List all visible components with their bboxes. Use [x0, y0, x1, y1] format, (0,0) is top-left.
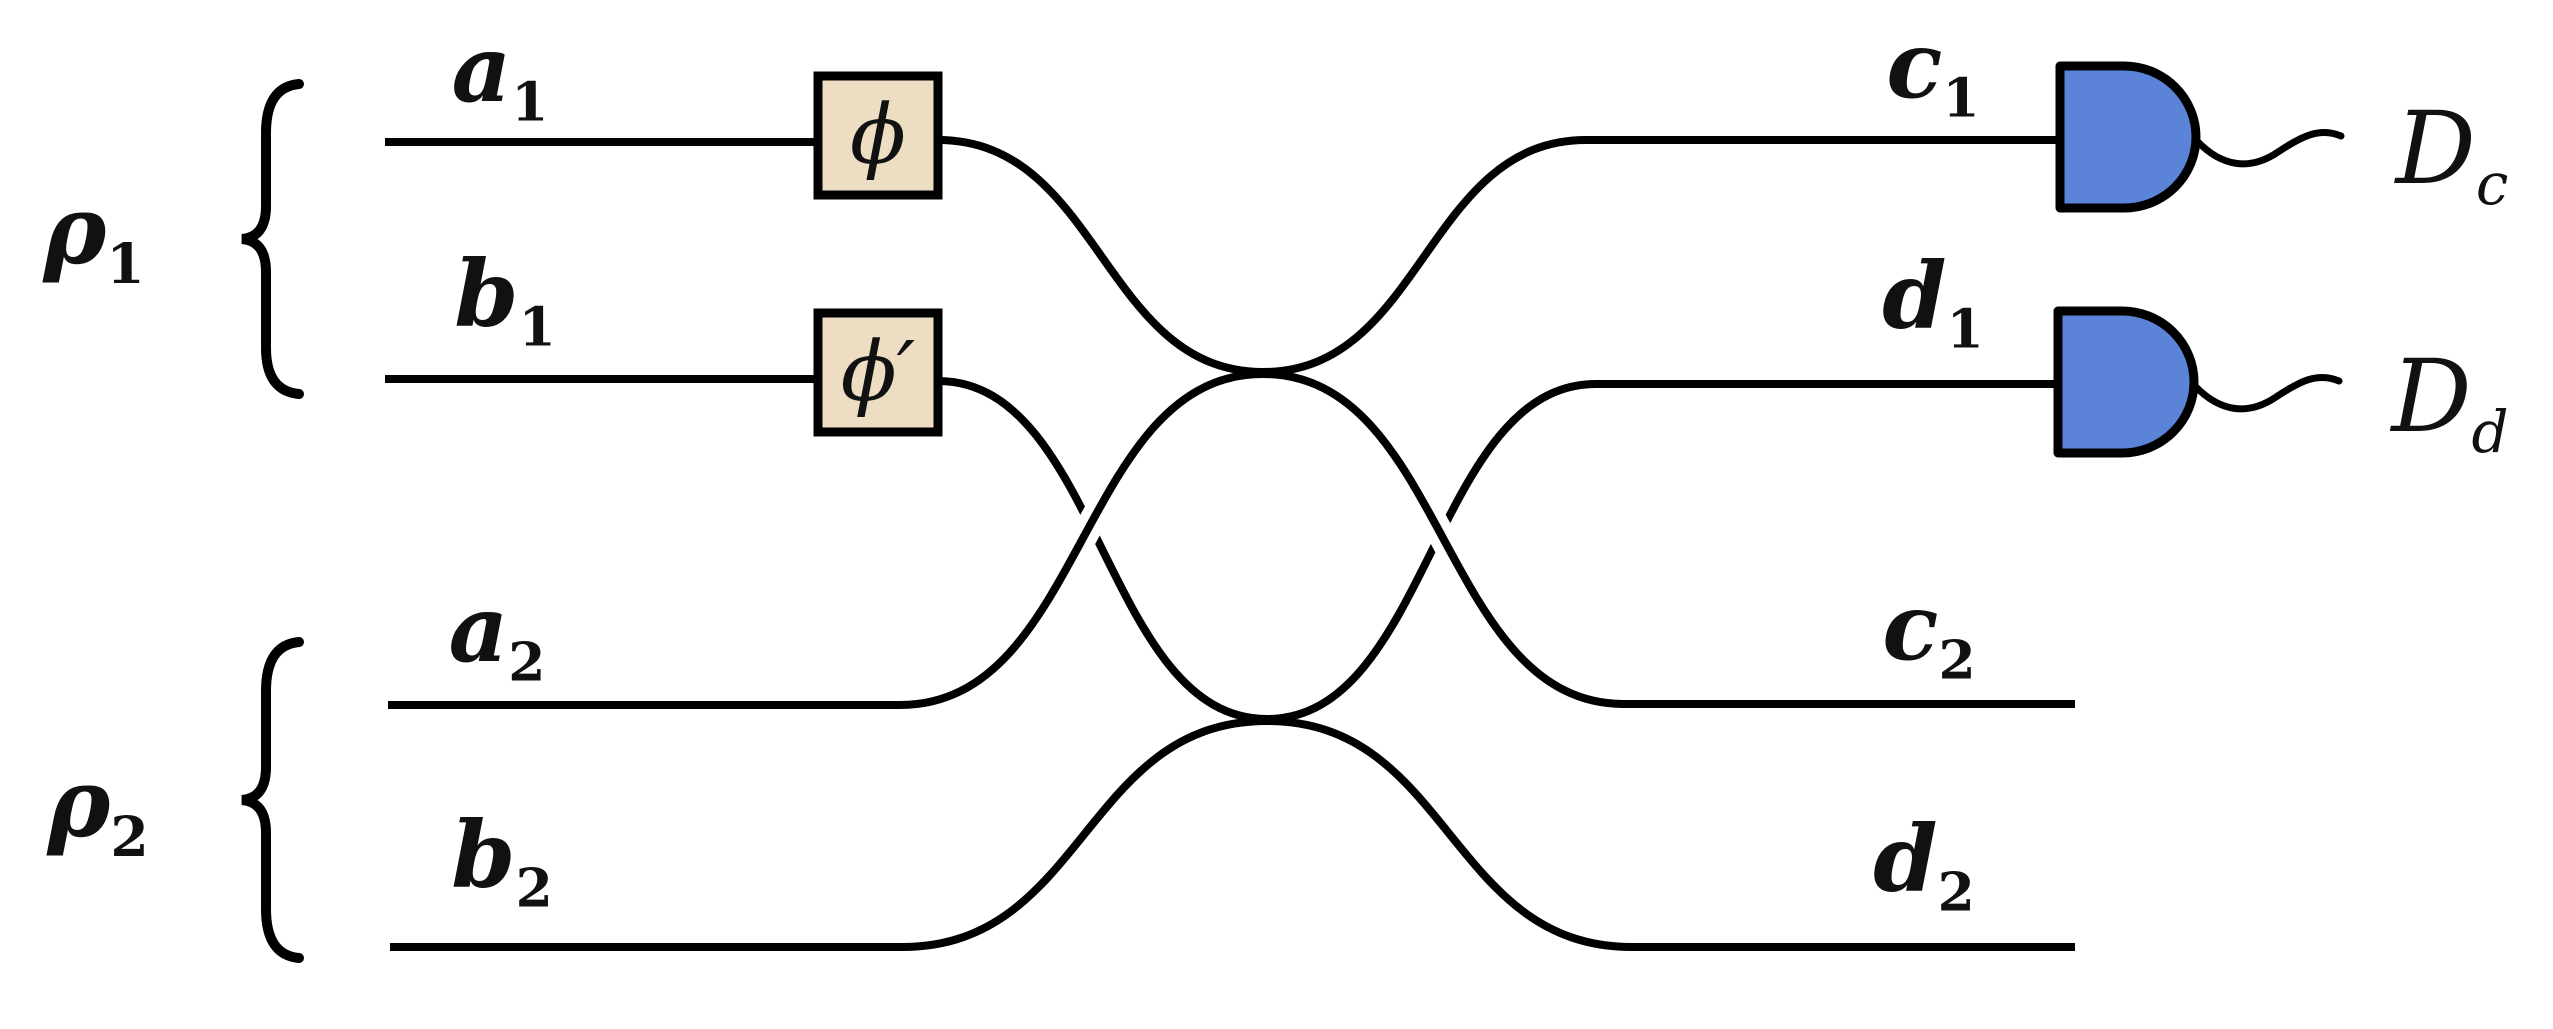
label-rho2: ρ2	[47, 747, 149, 869]
label-mode-d1: d1	[1882, 242, 1984, 361]
label-rho1: ρ1	[43, 174, 145, 296]
wire-a2-halo	[388, 360, 2075, 719]
label-mode-b1: b1	[454, 240, 556, 359]
detector-dc-shape	[2055, 61, 2201, 213]
label-detector-dc: Dc	[2395, 90, 2509, 218]
brace-rho2	[241, 637, 304, 963]
label-detector-dd: Dd	[2391, 338, 2509, 466]
phase-shifter-phi-box	[813, 71, 943, 200]
label-phase-phi: ϕ	[850, 88, 906, 183]
wire-a2-to-c2	[388, 369, 2075, 709]
label-mode-a2: a2	[448, 575, 546, 694]
label-mode-d2: d2	[1873, 805, 1975, 924]
label-phase-phi-prime: ϕ′	[840, 325, 916, 420]
label-mode-b2: b2	[451, 801, 553, 920]
brace-rho1	[241, 79, 304, 399]
label-mode-c1: c1	[1886, 11, 1980, 130]
detector-dd-shape	[2053, 306, 2199, 458]
phase-shifter-phi-prime-box	[813, 308, 943, 437]
detector-dc-pigtail	[2193, 129, 2345, 168]
label-mode-a1: a1	[451, 15, 549, 134]
wire-a1-to-c1	[937, 136, 2060, 377]
wire-b2-to-d2	[390, 716, 2075, 951]
detector-dd-pigtail	[2191, 374, 2343, 413]
label-mode-c2: c2	[1882, 573, 1976, 692]
